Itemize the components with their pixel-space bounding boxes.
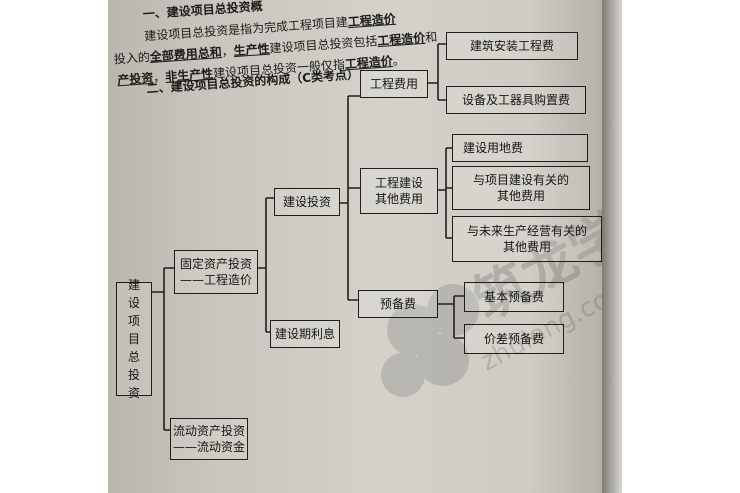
watermark: 筑龙学社 zhulong.com xyxy=(343,170,602,470)
basic-reserve-node: 基本预备费 xyxy=(464,282,564,312)
root-char: 建 xyxy=(127,278,140,292)
construction-investment-node: 建设投资 xyxy=(274,188,340,216)
construction-interest-node: 建设期利息 xyxy=(270,320,340,348)
future-related-sublabel: 其他费用 xyxy=(502,240,551,254)
page-edge-shadow xyxy=(602,0,622,493)
equipment-purchase-node: 设备及工器具购置费 xyxy=(446,86,586,114)
photo-page: 筑龙学社 zhulong.com 一、建设项目总投资概 建设项目总投资是指为完成… xyxy=(108,0,602,493)
land-use-node: 建设用地费 xyxy=(452,134,588,162)
fixed-asset-label: 固定资产投资 xyxy=(179,257,252,271)
future-related-label: 与未来生产经营有关的 xyxy=(466,224,587,238)
fixed-asset-node: 固定资产投资 ——工程造价 xyxy=(174,250,258,294)
other-cost-label: 工程建设 xyxy=(374,176,423,190)
root-char: 设 xyxy=(127,296,140,310)
price-reserve-node: 价差预备费 xyxy=(464,324,564,354)
root-char: 资 xyxy=(127,386,140,400)
other-cost-node: 工程建设 其他费用 xyxy=(360,168,438,214)
current-asset-label: 流动资产投资 xyxy=(172,424,245,438)
building-install-node: 建筑安装工程费 xyxy=(446,32,578,60)
root-char: 投 xyxy=(127,368,140,382)
project-related-label: 与项目建设有关的 xyxy=(472,173,569,187)
watermark-logo-icon xyxy=(381,284,479,397)
root-node: 建 设 项 目 总 投 资 xyxy=(116,278,152,400)
project-related-node: 与项目建设有关的 其他费用 xyxy=(452,166,590,210)
current-asset-sublabel: ——流动资金 xyxy=(172,440,245,454)
tree-connectors xyxy=(152,43,464,431)
root-char: 项 xyxy=(127,314,140,328)
root-char: 总 xyxy=(127,350,140,364)
root-char: 目 xyxy=(127,332,140,346)
project-related-sublabel: 其他费用 xyxy=(496,189,545,203)
current-asset-node: 流动资产投资 ——流动资金 xyxy=(170,418,248,460)
future-related-node: 与未来生产经营有关的 其他费用 xyxy=(452,216,602,262)
fixed-asset-sublabel: ——工程造价 xyxy=(179,273,252,287)
other-cost-sublabel: 其他费用 xyxy=(374,192,423,206)
reserve-cost-node: 预备费 xyxy=(358,290,438,318)
engineering-cost-node: 工程费用 xyxy=(360,70,428,98)
